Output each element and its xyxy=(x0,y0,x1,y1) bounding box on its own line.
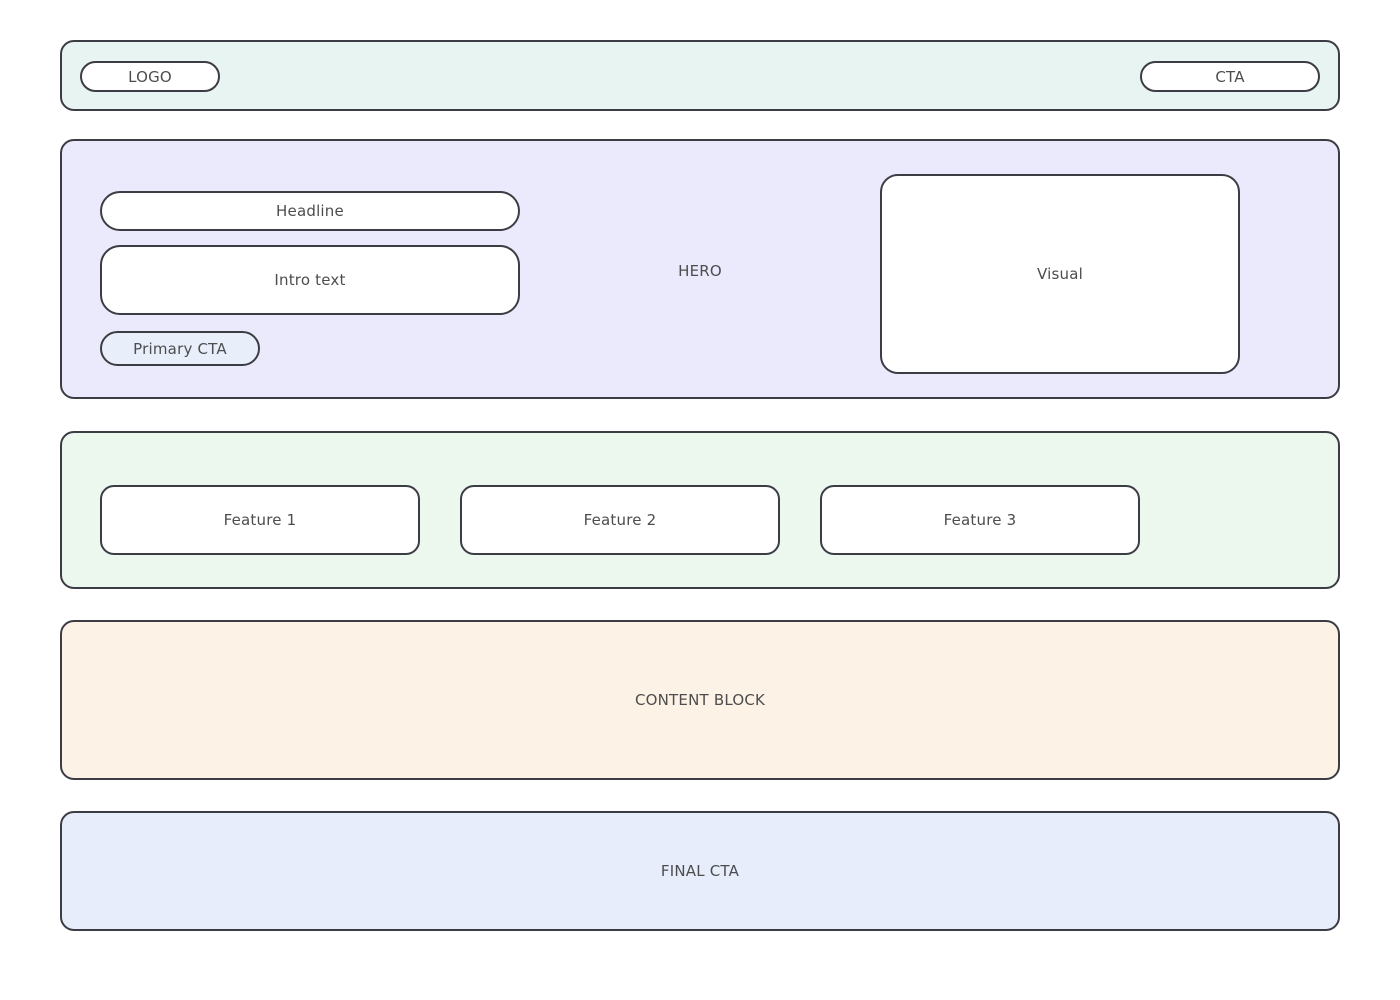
feature-card[interactable]: Feature 2 xyxy=(460,485,780,555)
header-section xyxy=(60,40,1340,111)
logo-button[interactable]: LOGO xyxy=(80,61,220,92)
header-cta-label: CTA xyxy=(1215,67,1245,86)
content-block-section: CONTENT BLOCK xyxy=(60,620,1340,780)
hero-primary-cta-label: Primary CTA xyxy=(133,339,227,358)
feature-card-label: Feature 3 xyxy=(943,511,1017,529)
header-cta-button[interactable]: CTA xyxy=(1140,61,1320,92)
final-cta-label: FINAL CTA xyxy=(660,862,740,880)
hero-primary-cta-button[interactable]: Primary CTA xyxy=(100,331,260,366)
feature-card[interactable]: Feature 3 xyxy=(820,485,1140,555)
final-cta-section[interactable]: FINAL CTA xyxy=(60,811,1340,931)
hero-section-label: HERO xyxy=(678,262,722,280)
hero-visual-label: Visual xyxy=(1037,265,1083,283)
hero-intro-placeholder[interactable]: Intro text xyxy=(100,245,520,315)
feature-card-label: Feature 2 xyxy=(583,511,657,529)
content-block-label: CONTENT BLOCK xyxy=(634,691,766,709)
feature-card-label: Feature 1 xyxy=(223,511,297,529)
hero-headline-placeholder[interactable]: Headline xyxy=(100,191,520,231)
hero-intro-label: Intro text xyxy=(274,271,346,289)
logo-label: LOGO xyxy=(128,67,172,86)
hero-visual-placeholder[interactable]: Visual xyxy=(880,174,1240,374)
feature-card[interactable]: Feature 1 xyxy=(100,485,420,555)
hero-headline-label: Headline xyxy=(276,202,344,220)
